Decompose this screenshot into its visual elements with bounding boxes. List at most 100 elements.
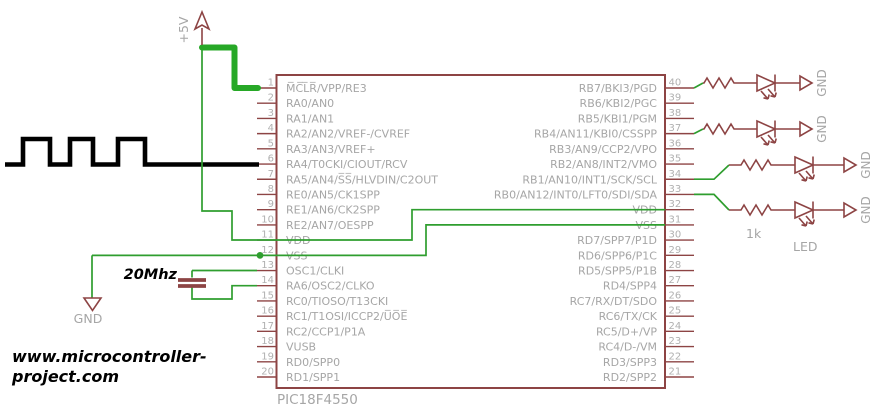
gnd-label: GND xyxy=(859,151,873,179)
pin-label: RB4/AN11/KBI0/CSSPP xyxy=(534,128,657,141)
gnd-symbol-icon xyxy=(82,297,103,312)
pin-number: 22 xyxy=(669,351,682,362)
resistor xyxy=(729,203,795,217)
vss-junction-dot xyxy=(256,252,264,259)
pin-number: 5 xyxy=(268,138,274,149)
gnd-label: GND xyxy=(815,69,829,97)
pin-label: RD0/SPP0 xyxy=(286,356,340,369)
led-diode-icon xyxy=(756,119,777,139)
mclr-pullup-wire xyxy=(199,44,261,91)
port-wire xyxy=(693,82,704,89)
pin-label: RD6/SPP6/P1C xyxy=(578,249,657,262)
pin-label: RE0/AN5/CK1SPP xyxy=(286,188,380,201)
pin-number: 2 xyxy=(268,93,274,104)
pin-number: 32 xyxy=(669,199,682,210)
gnd-symbol-icon xyxy=(799,74,814,92)
resistor-value-label: 1k xyxy=(746,226,762,241)
pin-label: RA6/OSC2/CLKO xyxy=(286,280,375,293)
pin-number: 35 xyxy=(669,154,682,165)
led-emission-arrows xyxy=(798,170,815,182)
led-rows: GND GND GND GND xyxy=(693,69,873,227)
pin-label: M̅C̅L̅R̅/VPP/RE3 xyxy=(286,82,367,95)
led-emission-arrows xyxy=(798,215,815,227)
pin-number: 9 xyxy=(268,199,274,210)
pin-number: 38 xyxy=(669,108,682,119)
led-diode-icon xyxy=(756,73,777,93)
pin-label: RC4/D-/VM xyxy=(598,341,657,354)
pin-number: 14 xyxy=(261,275,274,286)
pin-label: RB3/AN9/CCP2/VPO xyxy=(549,143,657,156)
pin-number: 23 xyxy=(669,336,682,347)
led-emission-arrows xyxy=(760,134,777,146)
port-wire xyxy=(693,128,704,135)
pin-number: 3 xyxy=(268,108,274,119)
pin-number: 33 xyxy=(669,184,682,195)
led-emission-arrows xyxy=(760,88,777,100)
pin-label: RD5/SPP5/P1B xyxy=(578,265,657,278)
pin-number: 39 xyxy=(669,93,682,104)
pin-label: RB0/AN12/INT0/LFT0/SDI/SDA xyxy=(494,188,658,201)
vdd-net-wire xyxy=(201,45,665,241)
pin-label: RC6/TX/CK xyxy=(599,310,658,323)
pin-number: 27 xyxy=(669,275,682,286)
pin-label: RA2/AN2/VREF-/CVREF xyxy=(286,128,410,141)
led-row: GND xyxy=(694,193,873,227)
pin-label: RD7/SPP7/P1D xyxy=(577,234,657,247)
pin-label: RA3/AN3/VREF+ xyxy=(286,143,376,156)
pin-number: 36 xyxy=(669,138,682,149)
gnd-symbol-icon xyxy=(799,120,814,138)
pin-label: RA4/T0CKI/CIOUT/RCV xyxy=(286,158,408,171)
pin-label: RB1/AN10/INT1/SCK/SCL xyxy=(522,173,657,186)
pin-label: RD2/SPP2 xyxy=(603,371,657,384)
gnd-symbol-icon xyxy=(843,201,858,219)
power-5v: +5V xyxy=(176,9,665,241)
osc-wires xyxy=(191,269,257,300)
pin-number: 37 xyxy=(669,123,682,134)
pin-label: RD4/SPP4 xyxy=(603,280,657,293)
pin-number: 6 xyxy=(268,154,274,165)
pin-number: 31 xyxy=(669,214,682,225)
pin-number: 24 xyxy=(669,321,682,332)
pin-number: 17 xyxy=(261,321,274,332)
led-row: GND xyxy=(694,151,873,182)
pin-number: 15 xyxy=(261,290,274,301)
pin-number: 10 xyxy=(261,214,274,225)
right-pins: 40RB7/BKI3/PGD39RB6/KBI2/PGC38RB5/KBI1/P… xyxy=(494,78,694,384)
pin-label: RA0/AN0 xyxy=(286,97,334,110)
plus5v-arrow-icon xyxy=(193,9,211,31)
pin-number: 18 xyxy=(261,336,274,347)
port-wire xyxy=(694,193,730,211)
pin-label: RC2/CCP1/P1A xyxy=(286,325,366,338)
pin-number: 40 xyxy=(669,78,682,89)
pin-label: RA5/AN4/S̅S̅/HLVDIN/C2OUT xyxy=(286,173,438,186)
port-wire xyxy=(694,164,730,181)
pin-label: RD1/SPP1 xyxy=(286,371,340,384)
led-label: LED xyxy=(793,239,818,254)
pin-number: 7 xyxy=(268,169,274,180)
watermark: www.microcontroller- project.com xyxy=(11,347,207,386)
led-diode-icon xyxy=(794,155,815,175)
gnd-left-label: GND xyxy=(74,311,103,326)
pin-number: 16 xyxy=(261,306,274,317)
resistor xyxy=(729,158,795,172)
pin-number: 21 xyxy=(669,366,682,377)
gnd-symbol-icon xyxy=(843,156,858,174)
pin-label: RB6/KBI2/PGC xyxy=(580,97,658,110)
pin-number: 26 xyxy=(669,290,682,301)
pin-number: 25 xyxy=(669,306,682,317)
watermark-line2: project.com xyxy=(11,367,119,386)
oscillator-circuit: 20Mhz xyxy=(124,267,257,300)
pin-label: RC7/RX/DT/SDO xyxy=(570,295,658,308)
pin-label: RE1/AN6/CK2SPP xyxy=(286,204,380,217)
ground-net: GND xyxy=(74,224,665,326)
pin-number: 8 xyxy=(268,184,274,195)
gnd-label: GND xyxy=(815,115,829,143)
crystal-frequency-label: 20Mhz xyxy=(124,267,178,283)
pin-number: 19 xyxy=(261,351,274,362)
pin-number: 29 xyxy=(669,245,682,256)
pin-number: 20 xyxy=(261,366,274,377)
pin-label: RA1/AN1 xyxy=(286,112,334,125)
